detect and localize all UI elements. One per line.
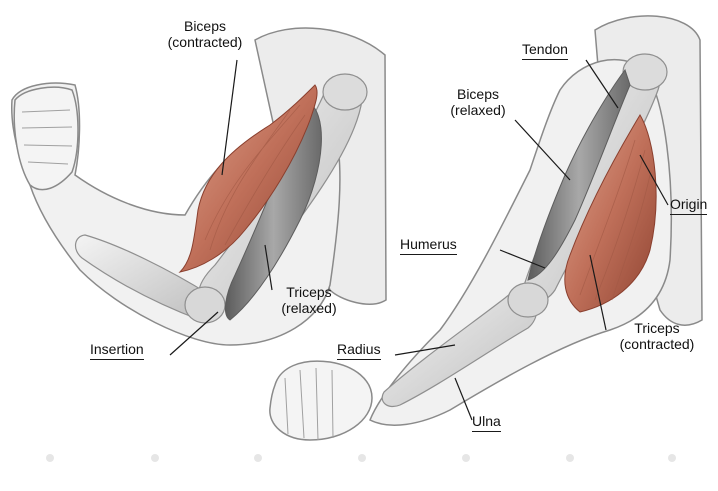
label-biceps-relaxed: Biceps (relaxed): [440, 86, 516, 118]
label-insertion: Insertion: [90, 341, 144, 360]
left-fist: [14, 87, 78, 189]
label-biceps-contracted-line1: Biceps: [155, 18, 255, 34]
watermark-dots: [46, 454, 676, 462]
label-humerus: Humerus: [400, 236, 457, 255]
label-triceps-relaxed-line2: (relaxed): [268, 300, 350, 316]
label-biceps-contracted-line2: (contracted): [155, 34, 255, 50]
label-radius: Radius: [337, 341, 381, 360]
label-ulna: Ulna: [472, 413, 501, 432]
label-triceps-relaxed-line1: Triceps: [268, 284, 350, 300]
label-biceps-contracted: Biceps (contracted): [155, 18, 255, 50]
label-biceps-relaxed-line1: Biceps: [440, 86, 516, 102]
label-tendon: Tendon: [522, 41, 568, 60]
label-triceps-relaxed: Triceps (relaxed): [268, 284, 350, 316]
label-triceps-contracted-line2: (contracted): [604, 336, 710, 352]
label-origin: Origin: [670, 196, 707, 215]
label-triceps-contracted-line1: Triceps: [604, 320, 710, 336]
label-biceps-relaxed-line2: (relaxed): [440, 102, 516, 118]
label-triceps-contracted: Triceps (contracted): [604, 320, 710, 352]
right-fist: [270, 361, 372, 440]
